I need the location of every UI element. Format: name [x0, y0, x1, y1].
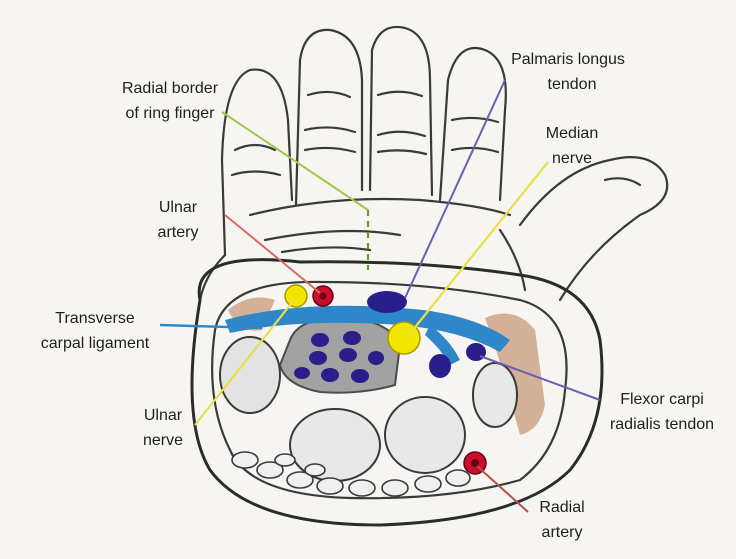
index-finger-outline [440, 48, 506, 200]
transverse-label-line2: carpal ligament [41, 335, 150, 352]
thumb-crease [605, 178, 640, 185]
median-label-line2: nerve [552, 150, 592, 167]
ulnar-artery-leader [225, 215, 320, 293]
ulnar-nerve-label-line2: nerve [143, 432, 183, 449]
pisiform-bone [220, 337, 280, 413]
ulnar-nerve [285, 285, 307, 307]
median-nerve-leader [408, 162, 548, 336]
ring-finger-creases [305, 92, 355, 152]
fcr-label-line1: Flexor carpi [620, 391, 704, 408]
radial-border-label-line2: of ring finger [126, 105, 216, 122]
distal-palmar-crease [250, 199, 510, 215]
proximal-palmar-crease [265, 231, 400, 252]
trapezium-bone [473, 363, 517, 427]
median-label-line1: Median [546, 125, 598, 142]
hamate-bone [290, 409, 380, 481]
middle-finger-outline [370, 27, 432, 195]
ulnar-artery-label-line1: Ulnar [159, 199, 198, 216]
palmaris-label-line1: Palmaris longus [511, 51, 625, 68]
palmaris-leader [405, 80, 505, 298]
thenar-crease [500, 230, 525, 290]
transverse-label-line1: Transverse [55, 310, 135, 327]
palmaris-label-line2: tendon [548, 76, 597, 93]
flexor-pollicis-longus-tendon [429, 354, 451, 378]
fcr-label-line2: radialis tendon [610, 416, 714, 433]
radial-artery-label-line2: artery [542, 524, 583, 541]
ulnar-artery-label-line2: artery [158, 224, 199, 241]
capitate-bone [385, 397, 465, 473]
ulnar-nerve-label-line1: Ulnar [144, 407, 183, 424]
little-finger-outline [222, 70, 292, 255]
palmaris-longus-tendon [367, 291, 407, 313]
carpal-tunnel-cross-section [192, 260, 602, 525]
radial-border-leader [222, 112, 368, 210]
radial-border-label-line1: Radial border [122, 80, 219, 97]
radial-artery-label-line1: Radial [539, 499, 584, 516]
ulnar-artery-lumen [320, 293, 327, 300]
middle-finger-creases [378, 92, 426, 154]
little-finger-creases [232, 145, 280, 175]
flexor-carpi-radialis-tendon [466, 343, 486, 361]
ring-finger-outline [296, 30, 362, 205]
